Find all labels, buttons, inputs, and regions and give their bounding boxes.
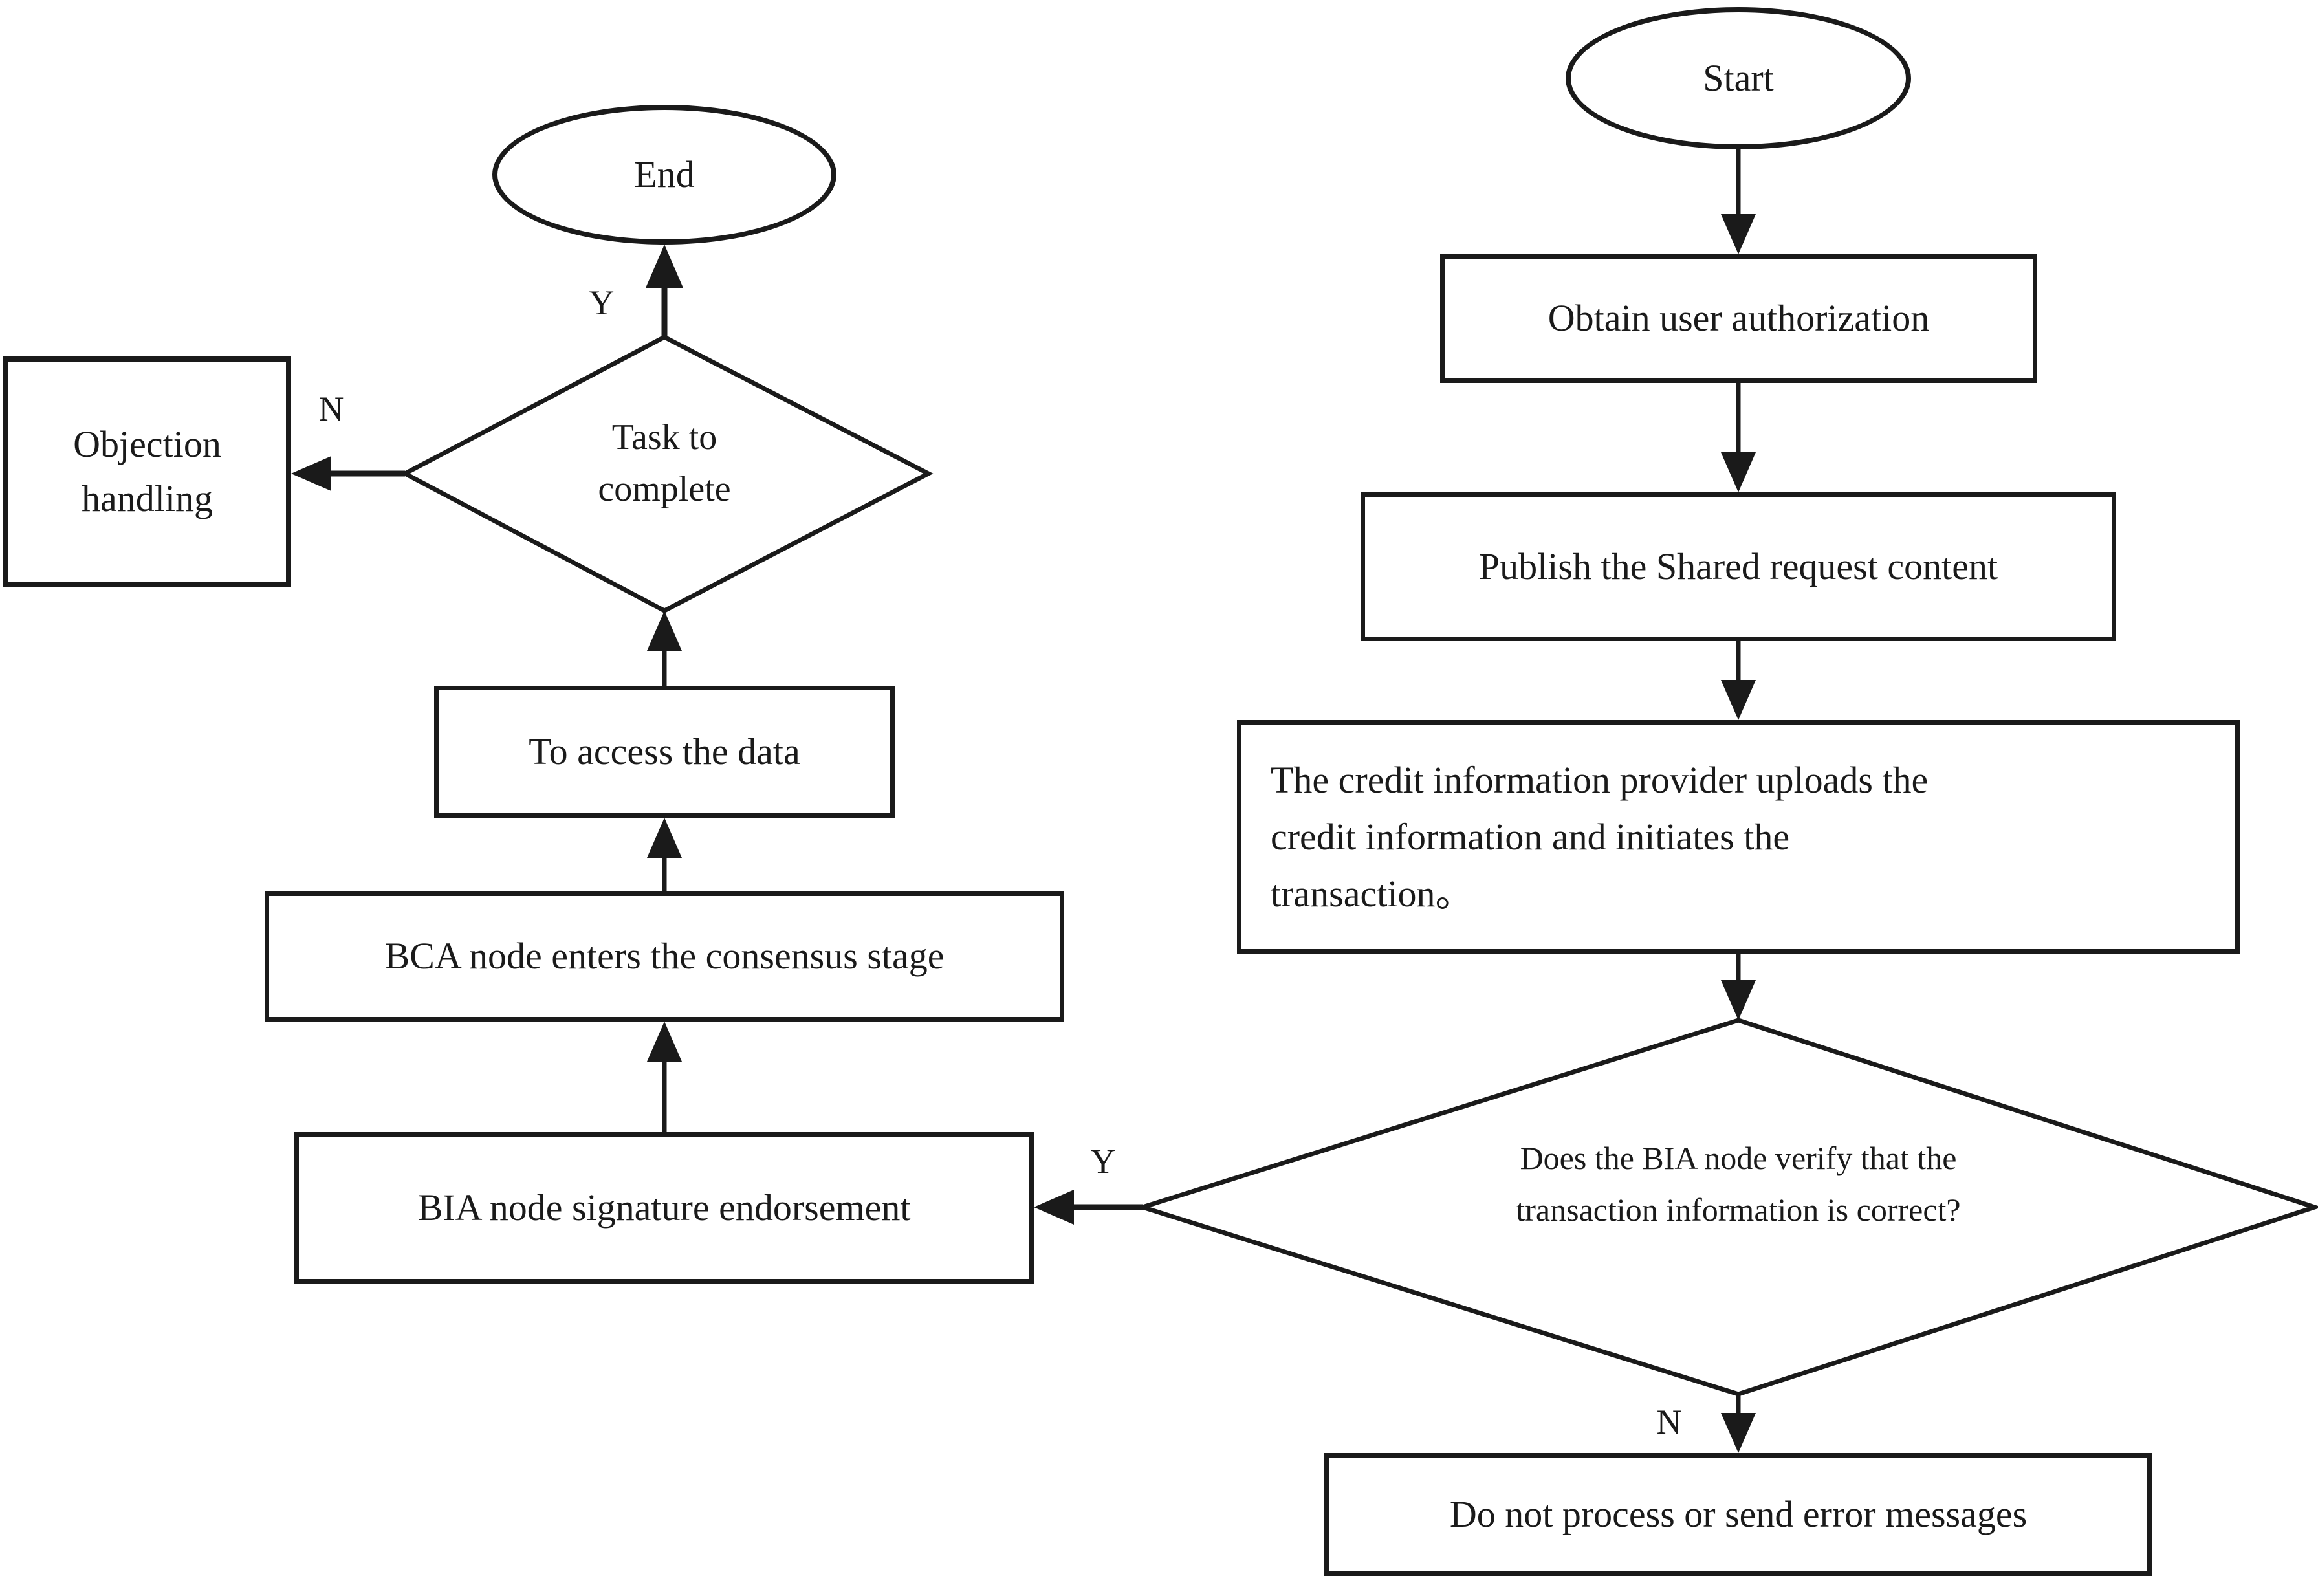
node-objection-handling-line2: handling [82, 477, 213, 519]
arrow-start-to-obtain [1721, 148, 1756, 254]
arrow-bia-to-bca [647, 1022, 682, 1132]
arrow-decision-no-to-error [1721, 1394, 1756, 1453]
node-bia-signature-endorsement-label: BIA node signature endorsement [417, 1186, 911, 1229]
node-publish-shared-request-content: Publish the Shared request content [1361, 492, 2116, 641]
node-start-label: Start [1703, 56, 1774, 99]
node-do-not-process-label: Do not process or send error messages [1449, 1492, 2028, 1535]
edge-label-task-yes: Y [589, 283, 615, 322]
node-end: End [492, 105, 836, 245]
node-obtain-user-authorization-label: Obtain user authorization [1547, 297, 1930, 340]
task-complete-decision-label: Task to complete [535, 411, 794, 515]
node-end-label: End [634, 153, 695, 195]
arrow-bca-to-access [647, 818, 682, 891]
node-start: Start [1566, 7, 1911, 149]
task-complete-decision-line1: Task to [611, 417, 717, 457]
arrow-obtain-to-publish [1721, 383, 1756, 492]
task-complete-decision-line2: complete [598, 469, 731, 509]
arrow-publish-to-credit [1721, 641, 1756, 720]
arrow-credit-to-decision [1721, 954, 1756, 1020]
node-publish-shared-request-content-label: Publish the Shared request content [1478, 545, 1998, 587]
edge-label-verify-yes: Y [1090, 1142, 1116, 1181]
bia-verify-decision-line1: Does the BIA node verify that the [1520, 1140, 1957, 1176]
node-to-access-the-data: To access the data [434, 686, 895, 818]
arrow-task-yes-to-end [646, 245, 683, 337]
node-bia-signature-endorsement: BIA node signature endorsement [294, 1132, 1034, 1284]
bia-verify-decision-line2: transaction information is correct? [1516, 1192, 1961, 1228]
node-bca-consensus-stage-label: BCA node enters the consensus stage [384, 935, 945, 978]
node-credit-provider-uploads: The credit information provider uploads … [1237, 720, 2240, 954]
node-objection-handling: Objection handling [3, 356, 291, 587]
node-credit-provider-uploads-line2: credit information and initiates the [1271, 815, 1790, 858]
node-to-access-the-data-label: To access the data [529, 730, 800, 772]
node-obtain-user-authorization: Obtain user authorization [1440, 254, 2037, 383]
node-credit-provider-uploads-line1: The credit information provider uploads … [1271, 758, 1929, 801]
edge-label-verify-no: N [1656, 1403, 1682, 1441]
node-objection-handling-line1: Objection [73, 423, 221, 465]
arrow-task-no-to-objection [291, 456, 405, 491]
edge-label-task-no: N [318, 389, 344, 428]
arrow-access-to-task-decision [647, 611, 682, 686]
node-credit-provider-uploads-line3: transaction。 [1271, 872, 1473, 915]
bia-verify-decision-label: Does the BIA node verify that the transa… [1318, 1132, 2159, 1236]
node-do-not-process: Do not process or send error messages [1324, 1453, 2152, 1576]
node-bca-consensus-stage: BCA node enters the consensus stage [265, 891, 1064, 1022]
arrow-decision-yes-to-bia [1034, 1190, 1143, 1225]
